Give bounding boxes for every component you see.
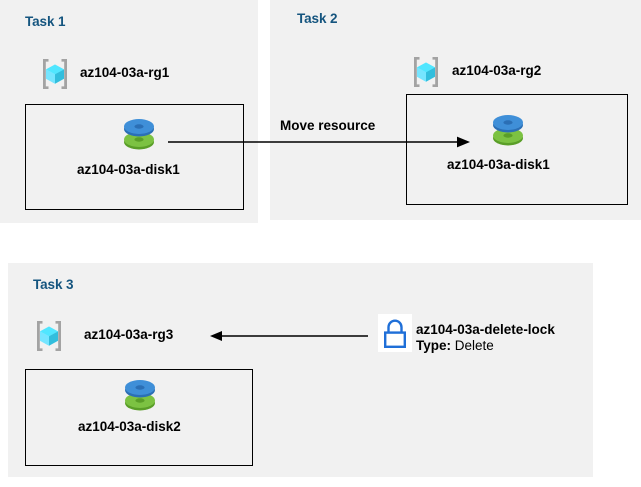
resource-group-label-1: az104-03a-rg1 (80, 65, 170, 80)
resource-group-icon (37, 321, 61, 351)
task-3-title: Task 3 (33, 277, 74, 292)
task-1-title: Task 1 (25, 14, 66, 29)
managed-disk-icon (125, 380, 155, 411)
resource-group-icon (43, 59, 67, 89)
delete-lock-type: Type: Delete (416, 338, 555, 354)
managed-disk-icon (493, 115, 523, 146)
resource-group-label-3: az104-03a-rg3 (84, 327, 174, 342)
disk-label-2: az104-03a-disk1 (447, 157, 550, 172)
resource-group-icon (414, 57, 438, 87)
resource-group-container-2 (406, 94, 628, 205)
delete-lock-arrow (210, 331, 368, 341)
delete-lock-type-value: Delete (451, 338, 494, 353)
delete-lock-type-key: Type: (416, 338, 452, 353)
managed-disk-icon (124, 119, 154, 150)
disk-label-3: az104-03a-disk2 (78, 419, 181, 434)
delete-lock-info: az104-03a-delete-lock Type: Delete (416, 322, 555, 354)
lock-icon (378, 314, 412, 352)
move-resource-arrow-label: Move resource (280, 118, 376, 133)
delete-lock-name: az104-03a-delete-lock (416, 322, 555, 337)
disk-label-1: az104-03a-disk1 (77, 162, 180, 177)
task-2-title: Task 2 (297, 11, 338, 26)
move-resource-arrow (168, 136, 470, 148)
resource-group-label-2: az104-03a-rg2 (452, 63, 542, 78)
